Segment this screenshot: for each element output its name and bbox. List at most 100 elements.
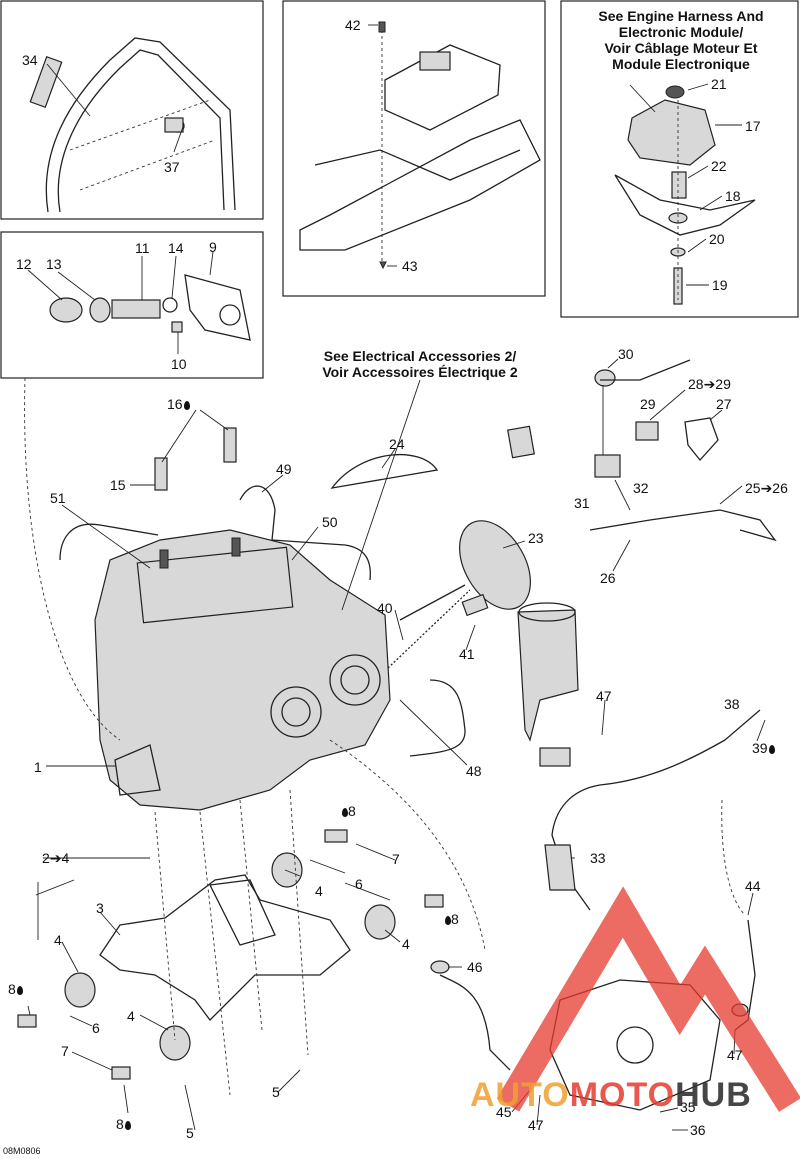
steering-support-frame [29, 37, 236, 213]
callout-35[interactable]: 35 [680, 1099, 696, 1115]
muffler [517, 602, 579, 767]
hose-48 [409, 679, 466, 757]
callout-1[interactable]: 1 [34, 759, 42, 775]
callout-8[interactable]: 8 [444, 912, 459, 926]
callout-28-29[interactable]: 28➔29 [688, 376, 731, 392]
callout-37[interactable]: 37 [164, 159, 180, 175]
callout-31[interactable]: 31 [574, 495, 590, 511]
callout-6[interactable]: 6 [92, 1020, 100, 1036]
electronic-module-assembly [614, 85, 756, 305]
callout-3[interactable]: 3 [96, 900, 104, 916]
callout-4[interactable]: 4 [54, 932, 62, 948]
callout-8-number: 8 [8, 981, 16, 997]
electrical-accessories-note[interactable]: See Electrical Accessories 2/ Voir Acces… [302, 348, 538, 380]
throttle-cable [551, 709, 761, 911]
callout-13[interactable]: 13 [46, 256, 62, 272]
engine-assembly [94, 529, 391, 811]
callout-48[interactable]: 48 [466, 763, 482, 779]
note-line: Voir Câblage Moteur Et [604, 40, 758, 56]
module-bracket-assembly [299, 21, 541, 270]
callout-5[interactable]: 5 [186, 1125, 194, 1141]
engine-harness-note[interactable]: See Engine Harness And Electronic Module… [583, 8, 779, 72]
watermark-part-1: AUTO [470, 1076, 570, 1114]
callout-9[interactable]: 9 [209, 239, 217, 255]
callout-36[interactable]: 36 [690, 1122, 706, 1138]
callout-39[interactable]: 39 [752, 741, 775, 755]
callout-25-26[interactable]: 25➔26 [745, 480, 788, 496]
callout-8-number: 8 [116, 1116, 124, 1132]
callout-8-number: 8 [451, 911, 459, 927]
callout-14[interactable]: 14 [168, 240, 184, 256]
note-line: Electronic Module/ [618, 24, 744, 40]
callout-19[interactable]: 19 [712, 277, 728, 293]
callout-51[interactable]: 51 [50, 490, 66, 506]
callout-40[interactable]: 40 [377, 600, 393, 616]
callout-17[interactable]: 17 [745, 118, 761, 134]
watermark-part-2: MOTO [569, 1076, 676, 1114]
callout-8-number: 8 [348, 803, 356, 819]
note-line: See Engine Harness And [598, 8, 764, 24]
callout-10[interactable]: 10 [171, 356, 187, 372]
callout-2-4[interactable]: 2➔4 [42, 850, 70, 866]
leader-lines [27, 24, 766, 1131]
callout-8[interactable]: 8 [341, 804, 356, 818]
callout-32[interactable]: 32 [633, 480, 649, 496]
callout-44[interactable]: 44 [745, 878, 761, 894]
callout-8[interactable]: 8 [116, 1117, 131, 1131]
watermark-logo [496, 886, 800, 1112]
callout-18[interactable]: 18 [725, 188, 741, 204]
callout-47[interactable]: 47 [528, 1117, 544, 1133]
callout-49[interactable]: 49 [276, 461, 292, 477]
callout-15[interactable]: 15 [110, 477, 126, 493]
callout-42[interactable]: 42 [345, 17, 361, 33]
spark-plugs [154, 427, 237, 491]
callout-11[interactable]: 11 [135, 240, 150, 256]
callout-27[interactable]: 27 [716, 396, 732, 412]
lubricant-drop-icon [768, 745, 775, 754]
assembly-lines [24, 377, 746, 1096]
callout-30[interactable]: 30 [618, 346, 634, 362]
watermark-text: AUTOMOTOHUB [470, 1076, 752, 1115]
callout-41[interactable]: 41 [459, 646, 475, 662]
callout-26[interactable]: 26 [600, 570, 616, 586]
callout-38[interactable]: 38 [724, 696, 740, 712]
callout-43[interactable]: 43 [402, 258, 418, 274]
callout-45[interactable]: 45 [496, 1104, 512, 1120]
callout-12[interactable]: 12 [16, 256, 32, 272]
callout-6[interactable]: 6 [355, 876, 363, 892]
exhaust-components [49, 274, 251, 341]
callout-4[interactable]: 4 [402, 936, 410, 952]
lubricant-drop-icon [124, 1121, 131, 1130]
callout-21[interactable]: 21 [711, 76, 727, 92]
callout-47[interactable]: 47 [727, 1047, 743, 1063]
callout-47[interactable]: 47 [596, 688, 612, 704]
callout-33[interactable]: 33 [590, 850, 606, 866]
callout-46[interactable]: 46 [467, 959, 483, 975]
callout-16[interactable]: 16 [167, 397, 190, 411]
callout-8[interactable]: 8 [8, 982, 23, 996]
lubricant-drop-icon [445, 916, 451, 925]
inset-steering-support [0, 0, 264, 220]
hose-45 [439, 974, 511, 1071]
hose-51 [59, 523, 159, 561]
hose-50 [271, 539, 371, 581]
callout-34[interactable]: 34 [22, 52, 38, 68]
callout-22[interactable]: 22 [711, 158, 727, 174]
inset-module-bracket [282, 0, 546, 297]
shield-24 [330, 453, 439, 489]
engine-support-bracket [99, 874, 351, 1021]
callout-20[interactable]: 20 [709, 231, 725, 247]
callout-24[interactable]: 24 [389, 436, 405, 452]
callout-50[interactable]: 50 [322, 514, 338, 530]
callout-4[interactable]: 4 [127, 1008, 135, 1024]
callout-4[interactable]: 4 [315, 883, 323, 899]
lubricant-drop-icon [183, 401, 190, 410]
callout-16-number: 16 [167, 396, 183, 412]
hose-49 [239, 485, 276, 541]
callout-7[interactable]: 7 [61, 1043, 69, 1059]
callout-5[interactable]: 5 [272, 1084, 280, 1100]
callout-29[interactable]: 29 [640, 396, 656, 412]
callout-23[interactable]: 23 [528, 530, 544, 546]
callout-7[interactable]: 7 [392, 851, 400, 867]
